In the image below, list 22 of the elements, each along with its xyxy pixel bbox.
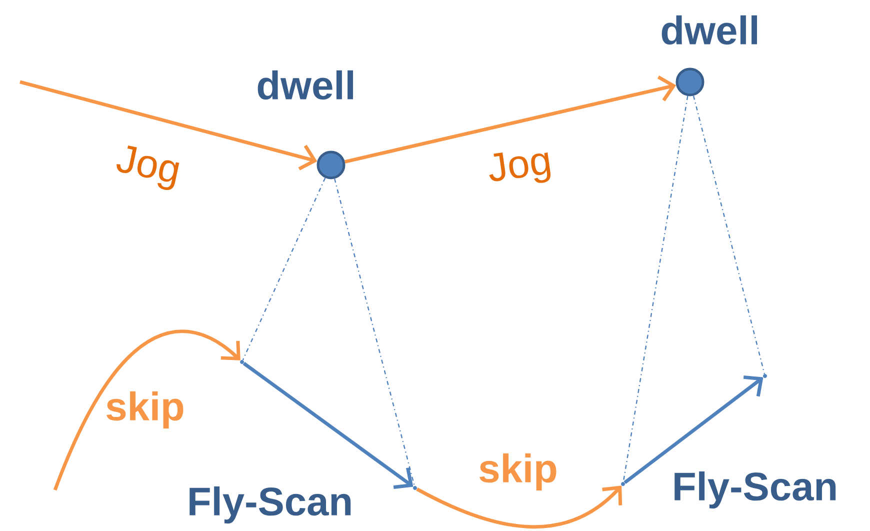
connector-line <box>622 96 688 482</box>
connector-line <box>334 178 416 486</box>
edge-label: skip <box>480 453 556 491</box>
edge-label: Fly-Scan <box>674 471 836 509</box>
arrow <box>242 362 414 489</box>
path-point <box>621 482 625 486</box>
edge-label: Fly-Scan <box>190 486 351 524</box>
path-point <box>413 486 417 490</box>
connector-line <box>242 178 326 360</box>
edge-label: Jog <box>489 152 551 183</box>
curved-arrow <box>53 330 240 491</box>
path-point <box>240 360 244 364</box>
arrow <box>624 375 764 484</box>
node-label: dwell <box>258 70 354 100</box>
edge-label: Jog <box>116 146 180 190</box>
node-label: dwell <box>662 15 758 45</box>
connector-line <box>692 96 766 374</box>
path-point <box>763 374 767 378</box>
arrow <box>344 76 676 164</box>
curved-arrow <box>416 486 622 528</box>
arrow <box>20 80 318 170</box>
edge-label: skip <box>106 391 184 429</box>
